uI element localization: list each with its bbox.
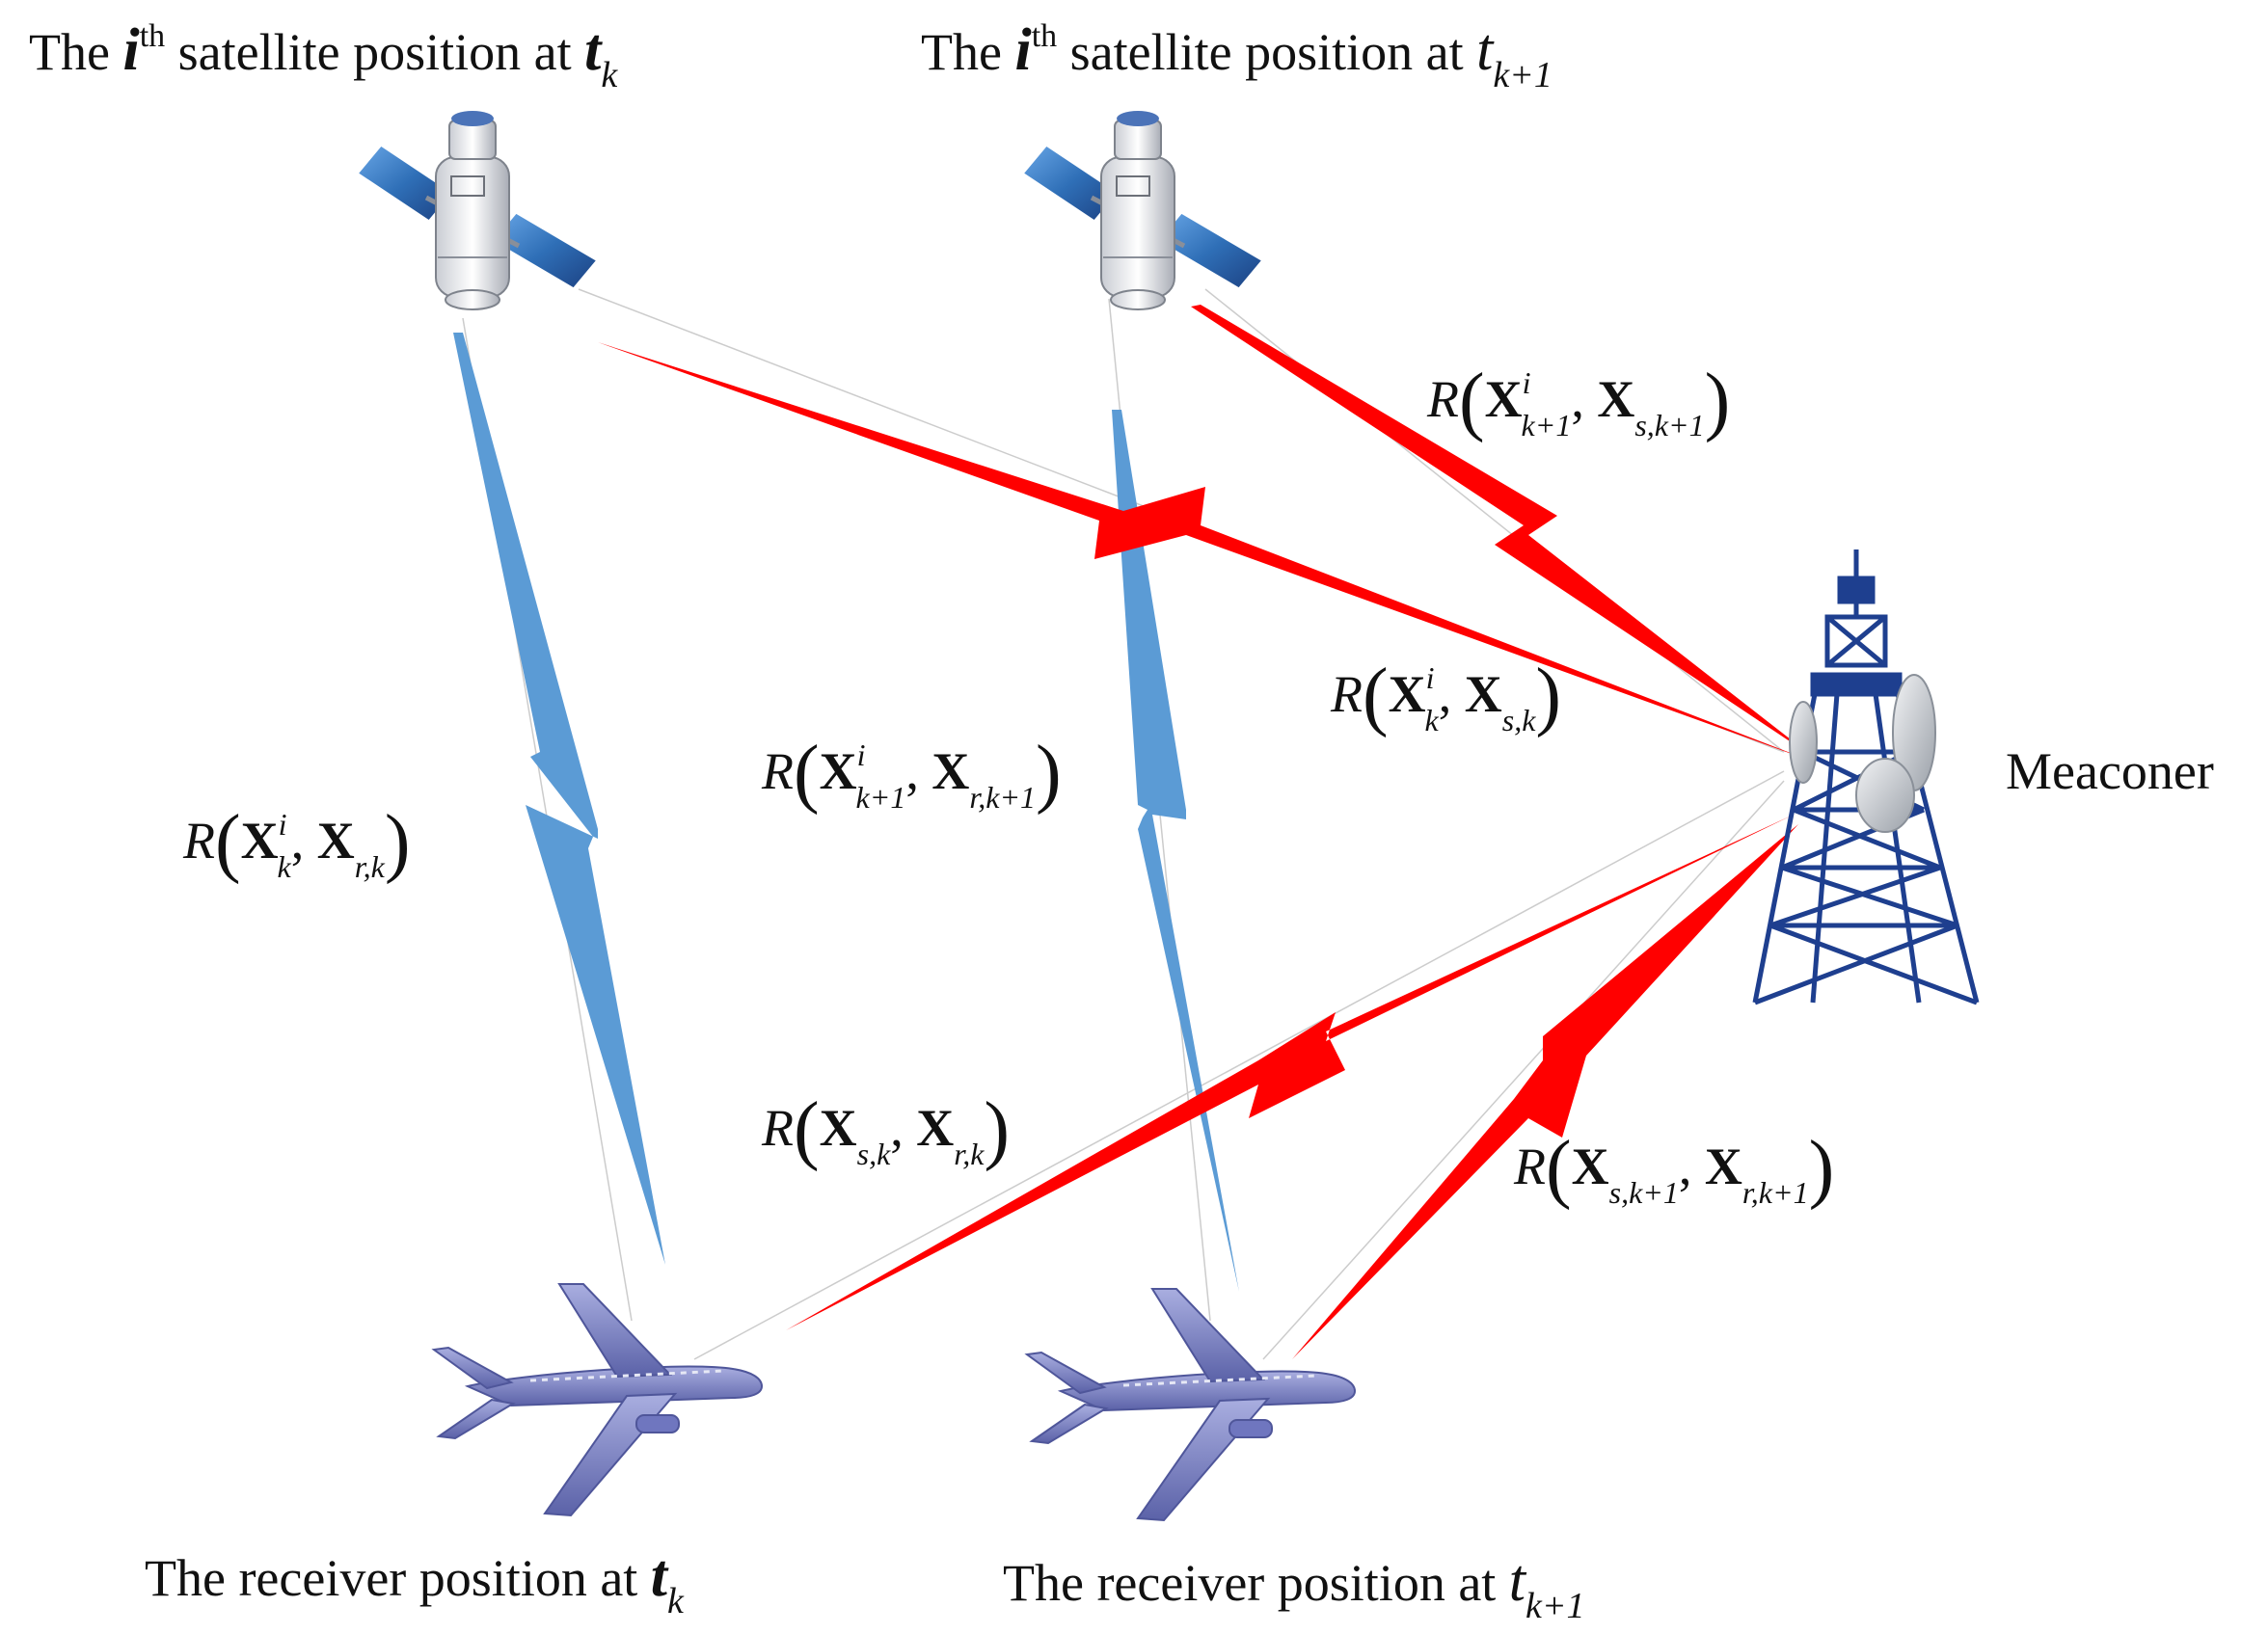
caption-meaconer: Meaconer (2006, 742, 2214, 800)
spoof-signal-meac-rcv2 (1292, 824, 1798, 1359)
true-signals (453, 333, 1239, 1292)
spoof-signal-sat1-meac (598, 342, 1813, 762)
svg-text:R(Xik, Xr,k): R(Xik, Xr,k) (182, 800, 410, 885)
true-signal-sat2-rcv2 (1112, 410, 1239, 1292)
airplane-icon (1025, 1287, 1357, 1522)
svg-text:R(Xs,k+1, Xr,k+1): R(Xs,k+1, Xr,k+1) (1513, 1126, 1834, 1211)
radio-tower-icon (1752, 549, 1980, 1005)
caption-sat-tk: The ith satellite position at tk (29, 17, 618, 95)
range-label-meaconer-rcv2: R(Xs,k+1, Xr,k+1) (1513, 1126, 1834, 1211)
caption-receiver-tk1: The receiver position at tk+1 (1003, 1548, 1585, 1626)
svg-text:R(Xik+1, Xr,k+1): R(Xik+1, Xr,k+1) (761, 731, 1062, 816)
true-signal-sat1-rcv1 (453, 333, 665, 1265)
satellite-icon (1022, 111, 1263, 309)
spoof-signal-meac-rcv1 (786, 815, 1794, 1330)
caption-sat-tk1: The ith satellite position at tk+1 (921, 17, 1552, 95)
range-label-meaconer-rcv1: R(Xs,k, Xr,k) (761, 1087, 1010, 1172)
svg-text:R(Xik+1, Xs,k+1): R(Xik+1, Xs,k+1) (1426, 359, 1730, 443)
caption-receiver-tk: The receiver position at tk (145, 1543, 685, 1621)
svg-text:R(Xik, Xs,k): R(Xik, Xs,k) (1330, 654, 1561, 738)
spoof-signal-sat2-meac (1191, 305, 1813, 757)
svg-text:R(Xs,k, Xr,k): R(Xs,k, Xr,k) (761, 1087, 1010, 1172)
airplane-icon (432, 1282, 764, 1517)
spoof-signals (598, 305, 1813, 1359)
satellite-icon (357, 111, 598, 309)
